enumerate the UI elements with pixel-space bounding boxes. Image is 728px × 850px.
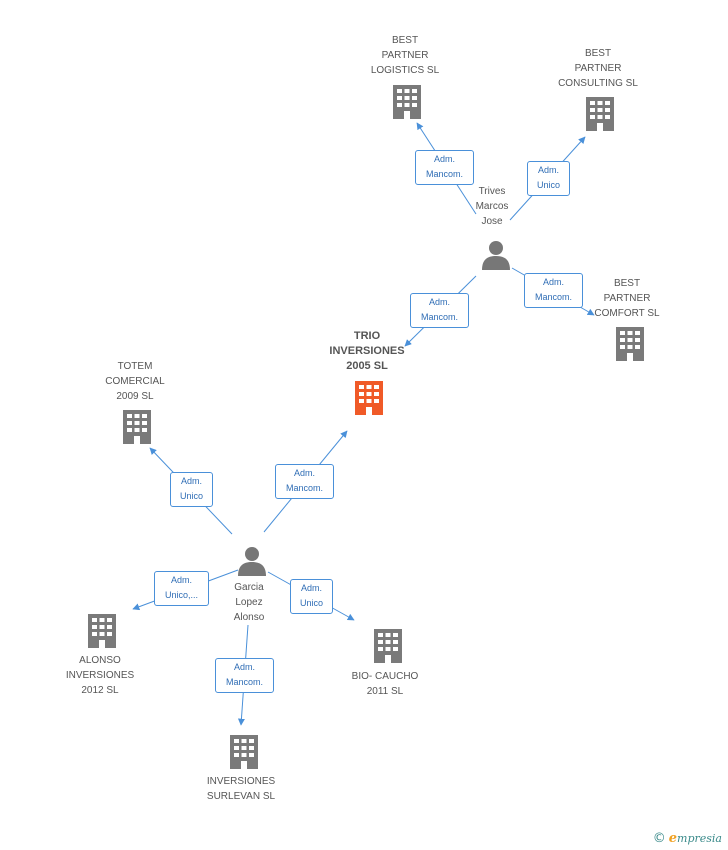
building-icon[interactable] — [123, 410, 151, 444]
company-label-best-partner-logistics[interactable]: BEST PARTNER LOGISTICS SL — [370, 35, 440, 76]
edge-label-garcia-totem: Adm. Unico — [170, 472, 213, 507]
person-label-trives[interactable]: Trives Marcos Jose — [475, 186, 509, 227]
brand-name: mpresia — [677, 832, 722, 845]
edge-label-garcia-surlevan: Adm. Mancom. — [215, 658, 274, 693]
edge-label-trives-consulting: Adm. Unico — [527, 161, 570, 196]
empresia-watermark: ©empresia — [653, 831, 722, 846]
company-label-best-partner-comfort[interactable]: BEST PARTNER COMFORT SL — [594, 278, 660, 319]
building-icon[interactable] — [616, 327, 644, 361]
edge-label-trives-comfort: Adm. Mancom. — [524, 273, 583, 308]
building-icon[interactable] — [355, 381, 383, 415]
company-label-totem[interactable]: TOTEM COMERCIAL 2009 SL — [105, 361, 165, 402]
brand-initial: e — [668, 831, 678, 846]
building-icon[interactable] — [393, 85, 421, 119]
edge-label-garcia-alonso: Adm. Unico,... — [154, 571, 209, 606]
building-icon[interactable] — [88, 614, 116, 648]
building-icon[interactable] — [230, 735, 258, 769]
company-label-trio[interactable]: TRIO INVERSIONES 2005 SL — [329, 330, 405, 372]
edge-label-trives-trio: Adm. Mancom. — [410, 293, 469, 328]
person-icon[interactable] — [482, 241, 510, 270]
edge-label-garcia-trio: Adm. Mancom. — [275, 464, 334, 499]
company-label-best-partner-consulting[interactable]: BEST PARTNER CONSULTING SL — [558, 48, 638, 89]
company-label-biocaucho[interactable]: BIO- CAUCHO 2011 SL — [351, 671, 419, 697]
copyright-icon: © — [652, 831, 666, 846]
building-icon[interactable] — [374, 629, 402, 663]
edge-label-garcia-biocaucho: Adm. Unico — [290, 579, 333, 614]
building-icon[interactable] — [586, 97, 614, 131]
company-label-alonso[interactable]: ALONSO INVERSIONES 2012 SL — [65, 655, 135, 696]
person-icon[interactable] — [238, 547, 266, 576]
company-label-surlevan[interactable]: INVERSIONES SURLEVAN SL — [206, 776, 276, 802]
edge-label-trives-logistics: Adm. Mancom. — [415, 150, 474, 185]
person-label-garcia[interactable]: Garcia Lopez Alonso — [233, 582, 265, 623]
